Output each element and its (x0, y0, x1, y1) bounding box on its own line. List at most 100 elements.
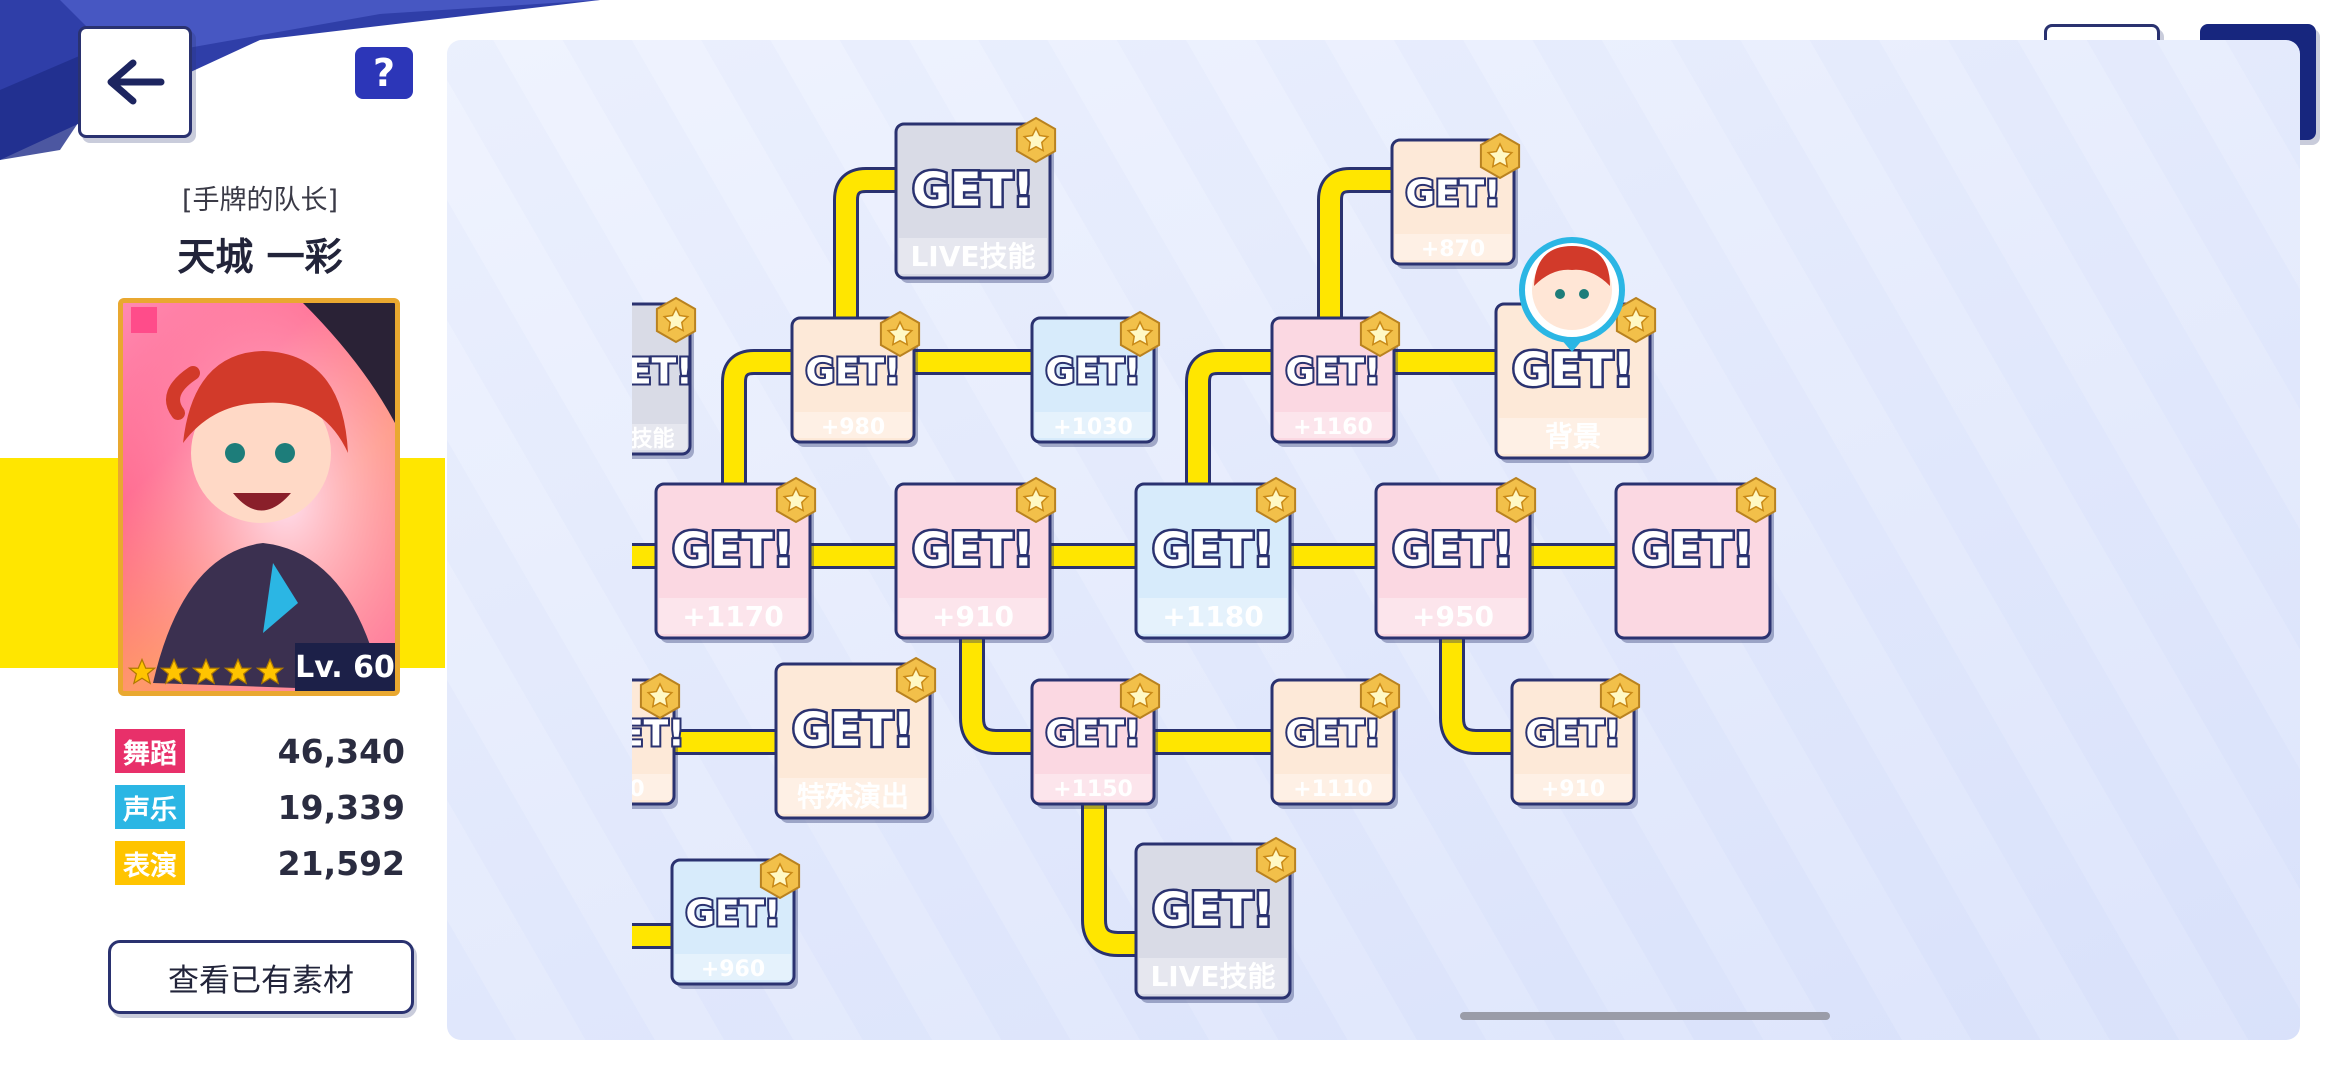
character-card[interactable]: Lv. 60 (118, 298, 400, 696)
back-button[interactable] (78, 26, 192, 138)
star-icon (1126, 682, 1154, 708)
star-icon (1366, 682, 1394, 708)
stat-label-vocal: 声乐 (115, 785, 185, 829)
node-get-label: GET! (912, 523, 1034, 577)
star-icon (1366, 320, 1394, 346)
card-title: [手牌的队长] (181, 185, 339, 216)
stat-label-dance: 舞蹈 (115, 729, 185, 773)
node-reward-label: +1110 (1293, 777, 1373, 802)
node-reward-label: +910 (932, 600, 1014, 633)
road-node-n-bg[interactable]: GET! 背景 (1494, 296, 1657, 463)
star-icon (191, 657, 221, 685)
node-reward-label: +1160 (1293, 415, 1373, 440)
road-node-n-1160[interactable]: GET! +1160 (1270, 310, 1401, 447)
star-icon (1502, 486, 1530, 512)
help-button[interactable]: ? (355, 47, 413, 99)
node-reward-label: 0 (629, 777, 644, 802)
road-node-n-special[interactable]: GET! 特殊演出 (774, 656, 937, 823)
node-get-label: GET! (912, 163, 1034, 217)
rarity-stars (127, 657, 285, 687)
road-node-n-1150[interactable]: GET! +1150 (1030, 672, 1161, 809)
node-reward-label: +1180 (1162, 600, 1263, 633)
star-icon (223, 657, 253, 685)
star-icon (1486, 142, 1514, 168)
node-reward-label: 特殊演出 (797, 780, 909, 813)
road-node-n-left-partial[interactable]: GET! T技能 (597, 296, 697, 459)
star-icon (159, 657, 189, 685)
back-arrow-icon (107, 59, 165, 105)
node-get-label: GET! (1405, 174, 1500, 215)
road-node-n-950[interactable]: GET! +950 (1374, 476, 1537, 643)
node-get-label: GET! (1525, 714, 1620, 755)
node-reward-label: +980 (821, 415, 885, 440)
character-portrait (123, 303, 395, 691)
road-node-n-1180[interactable]: GET! +1180 (1134, 476, 1297, 643)
star-icon (1022, 486, 1050, 512)
node-reward-label: +960 (701, 957, 765, 982)
road-node-n-870[interactable]: GET! +870 (1390, 132, 1521, 269)
star-icon (1606, 682, 1634, 708)
road-node-n-live-bottom[interactable]: GET! LIVE技能 (1134, 836, 1297, 1003)
character-name: 天城 一彩 (177, 235, 343, 279)
node-reward-label: +950 (1412, 600, 1494, 633)
star-icon (255, 657, 285, 685)
node-reward-label: 背景 (1545, 420, 1601, 453)
node-get-label: GET! (1045, 714, 1140, 755)
node-reward-label: LIVE技能 (1150, 960, 1275, 993)
star-icon (662, 306, 690, 332)
stat-value-vocal: 19,339 (277, 787, 405, 827)
node-get-label: GET! (1512, 343, 1634, 397)
node-reward-label: +870 (1421, 237, 1485, 262)
node-get-label: GET! (685, 894, 780, 935)
node-reward-label: +1150 (1053, 777, 1133, 802)
star-icon (1622, 306, 1650, 332)
horizontal-scrollbar[interactable] (1460, 1012, 1830, 1020)
node-get-label: GET! (1152, 523, 1274, 577)
star-icon (1126, 320, 1154, 346)
node-get-label: GET! (1392, 523, 1514, 577)
road-node-n-1170[interactable]: GET! +1170 (654, 476, 817, 643)
node-get-label: GET! (1285, 714, 1380, 755)
node-reward-label: LIVE技能 (910, 240, 1035, 273)
stat-row-dance: 舞蹈 46,340 (115, 728, 405, 774)
star-icon (127, 657, 157, 685)
road-node-n-special-end[interactable]: GET! (1614, 476, 1777, 643)
star-icon (886, 320, 914, 346)
road-node-n-live-top[interactable]: GET! LIVE技能 (894, 116, 1057, 283)
star-icon (1742, 486, 1770, 512)
card-level: Lv. 60 (295, 643, 395, 691)
node-reward-label: T技能 (615, 426, 674, 452)
node-get-label: GET! (597, 352, 692, 393)
star-icon (1022, 126, 1050, 152)
node-reward-label: +1170 (682, 600, 783, 633)
stat-label-performance: 表演 (115, 841, 185, 885)
star-icon (1262, 486, 1290, 512)
star-icon (646, 682, 674, 708)
stat-value-dance: 46,340 (277, 731, 405, 771)
stat-row-performance: 表演 21,592 (115, 840, 405, 886)
node-get-label: GET! (792, 703, 914, 757)
node-get-label: GET! (672, 523, 794, 577)
star-icon (782, 486, 810, 512)
node-get-label: GET! (1632, 523, 1754, 577)
character-position-marker (1519, 237, 1625, 352)
node-get-label: GET! (589, 714, 684, 755)
node-get-label: GET! (1152, 883, 1274, 937)
star-icon (1262, 846, 1290, 872)
road-node-n-left-partial2[interactable]: GET! 0 (589, 672, 687, 809)
road-node-n-960[interactable]: GET! +960 (670, 852, 801, 989)
road-node-n-1110[interactable]: GET! +1110 (1270, 672, 1401, 809)
stat-value-performance: 21,592 (277, 843, 405, 883)
road-node-n-910b[interactable]: GET!+910 (1510, 672, 1641, 809)
road-node-n-1030[interactable]: GET! +1030 (1030, 310, 1161, 447)
node-reward-label: +1030 (1053, 415, 1133, 440)
star-icon (902, 666, 930, 692)
view-materials-button[interactable]: 查看已有素材 (108, 940, 414, 1014)
node-get-label: GET! (1285, 352, 1380, 393)
road-node-n-910[interactable]: GET! +910 (894, 476, 1057, 643)
node-get-label: GET! (805, 352, 900, 393)
star-icon (766, 862, 794, 888)
node-get-label: GET! (1045, 352, 1140, 393)
road-node-n-980[interactable]: GET! +980 (790, 310, 921, 447)
